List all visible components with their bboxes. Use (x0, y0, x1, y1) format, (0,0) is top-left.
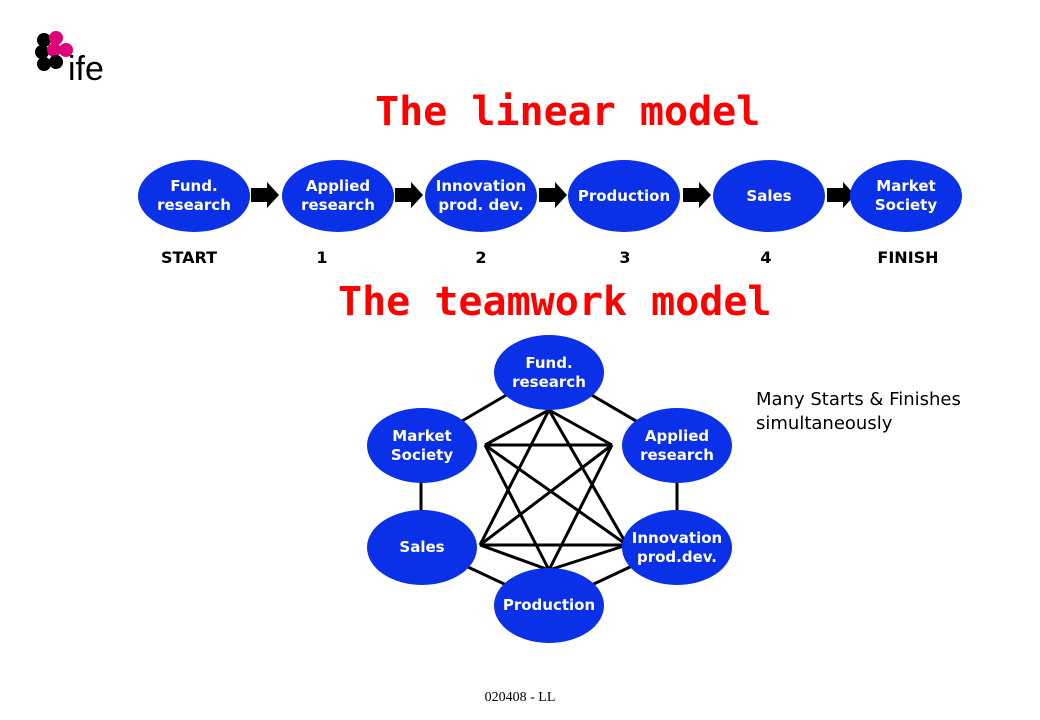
logo-text: ife (68, 50, 104, 88)
teamwork-note: Many Starts & Finishes simultaneously (756, 389, 961, 434)
teamwork-model-title: The teamwork model (338, 279, 772, 325)
step-label-4: 4 (760, 248, 772, 267)
arrow-icon (251, 182, 279, 208)
footer-code: 020408 - LL (484, 690, 556, 705)
team-node-sales: Sales (367, 510, 477, 585)
team-node-production: Production (494, 568, 604, 643)
linear-stage-sales: Sales (713, 160, 825, 232)
team-node-fund-research: Fund. research (494, 335, 604, 410)
team-node-innovation: Innovation prod.dev. (622, 510, 732, 585)
linear-stage-innovation: Innovation prod. dev. (425, 160, 537, 232)
team-node-applied-research: Applied research (622, 408, 732, 483)
arrow-icon (683, 182, 711, 208)
linear-model-title: The linear model (375, 89, 761, 135)
linear-stage-applied-research: Applied research (282, 160, 394, 232)
step-label-finish: FINISH (877, 248, 939, 267)
step-label-3: 3 (619, 248, 631, 267)
arrow-icon (827, 182, 855, 208)
linear-stage-production: Production (568, 160, 680, 232)
linear-stage-market-society: Market Society (850, 160, 962, 232)
step-label-1: 1 (316, 248, 328, 267)
team-node-market-society: Market Society (367, 408, 477, 483)
step-label-start: START (160, 248, 218, 267)
arrow-icon (539, 182, 567, 208)
step-label-2: 2 (475, 248, 487, 267)
ife-logo: ife (34, 30, 134, 90)
logo-mark-icon (35, 31, 73, 71)
linear-stage-fund-research: Fund. research (138, 160, 250, 232)
arrow-icon (395, 182, 423, 208)
